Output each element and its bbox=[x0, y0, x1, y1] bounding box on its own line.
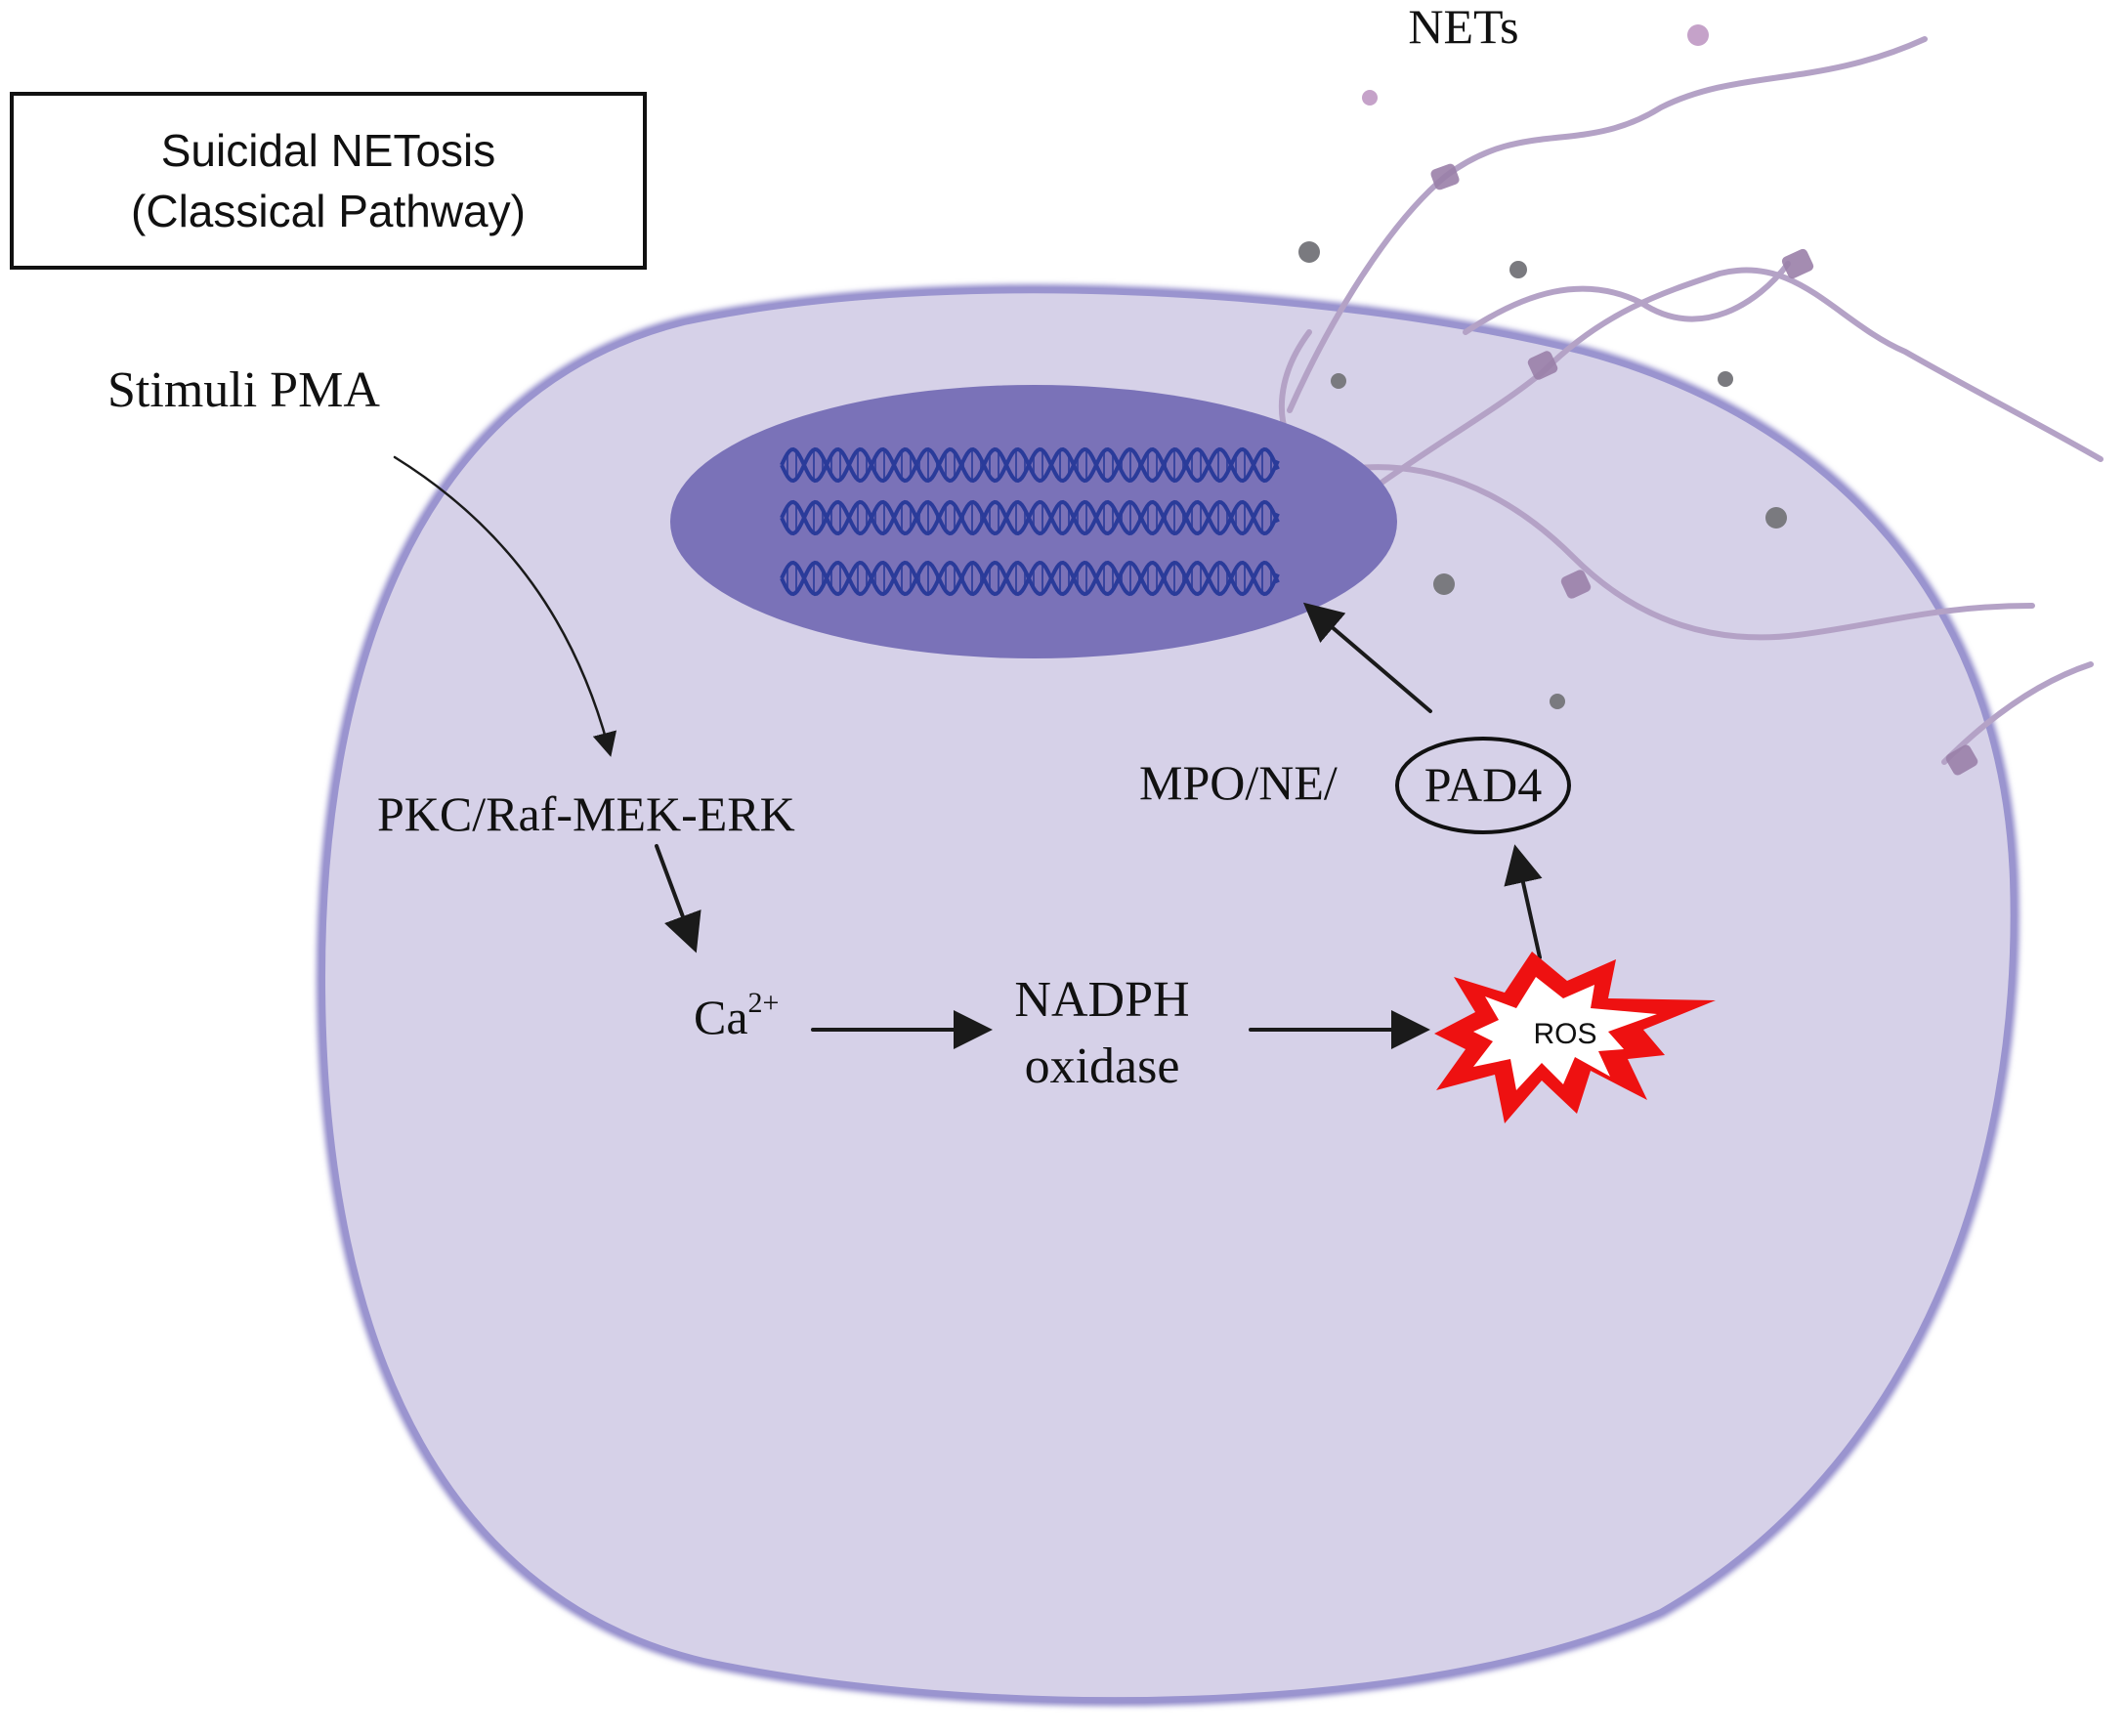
arrow-pad4-to-nucleus bbox=[1302, 602, 1432, 713]
granule-dot bbox=[1718, 371, 1733, 387]
nucleus bbox=[670, 385, 1397, 658]
ros-label: ROS bbox=[1533, 1018, 1596, 1050]
nadph-label-line-1: NADPH bbox=[1014, 972, 1189, 1028]
granules bbox=[1297, 24, 1787, 709]
title-line-2: (Classical Pathway) bbox=[131, 186, 526, 236]
net-fiber bbox=[1463, 261, 1791, 335]
dna-strand bbox=[780, 499, 1280, 536]
arrow-kinase-to-calcium bbox=[655, 844, 701, 953]
dna-double-helix-icon bbox=[780, 446, 1280, 597]
arrow-stimuli-to-kinase bbox=[393, 455, 617, 757]
calcium-base: Ca bbox=[694, 990, 748, 1044]
granule-dot bbox=[1298, 241, 1320, 263]
net-fiber bbox=[1345, 464, 2035, 641]
granule-dot bbox=[1331, 373, 1346, 389]
granule-dot bbox=[1362, 90, 1378, 106]
title-box-frame bbox=[10, 92, 647, 270]
calcium-superscript: 2+ bbox=[748, 987, 780, 1019]
title-line-1: Suicidal NETosis bbox=[161, 125, 496, 176]
nets-label: NETs bbox=[1408, 0, 1518, 54]
pad4-label: PAD4 bbox=[1424, 757, 1542, 812]
ros-burst: ROS bbox=[1434, 952, 1716, 1123]
kinase-pathway-label: PKC/Raf-MEK-ERK bbox=[377, 786, 795, 841]
calcium-label: Ca2+ bbox=[694, 987, 779, 1044]
net-fiber bbox=[1296, 267, 2104, 550]
neutrophil-cell bbox=[316, 284, 2019, 1707]
granule-dot bbox=[1550, 694, 1565, 709]
net-fibers bbox=[1278, 36, 2104, 765]
dna-strand bbox=[780, 560, 1280, 597]
net-node bbox=[1945, 744, 1978, 776]
net-node bbox=[1527, 351, 1558, 380]
pad4-highlight-circle bbox=[1395, 737, 1571, 834]
net-node bbox=[1560, 570, 1592, 599]
granule-dot bbox=[1433, 573, 1455, 595]
granule-dot bbox=[1765, 507, 1787, 529]
net-fiber bbox=[1287, 36, 1928, 413]
net-node bbox=[1781, 248, 1814, 279]
dna-strand bbox=[780, 446, 1280, 484]
net-nodes bbox=[1430, 163, 1978, 776]
nadph-label-line-2: oxidase bbox=[1025, 1038, 1180, 1094]
stimuli-label: Stimuli PMA bbox=[107, 362, 380, 418]
granule-dot bbox=[1509, 261, 1527, 278]
enzymes-prefix-label: MPO/NE/ bbox=[1139, 755, 1338, 810]
title-box: Suicidal NETosis (Classical Pathway) bbox=[10, 92, 647, 270]
net-fiber bbox=[1941, 661, 2094, 765]
granule-dot bbox=[1687, 24, 1709, 46]
net-node bbox=[1430, 163, 1460, 191]
arrow-ros-to-pad4 bbox=[1504, 844, 1543, 959]
pathway-arrows bbox=[393, 455, 1543, 1049]
